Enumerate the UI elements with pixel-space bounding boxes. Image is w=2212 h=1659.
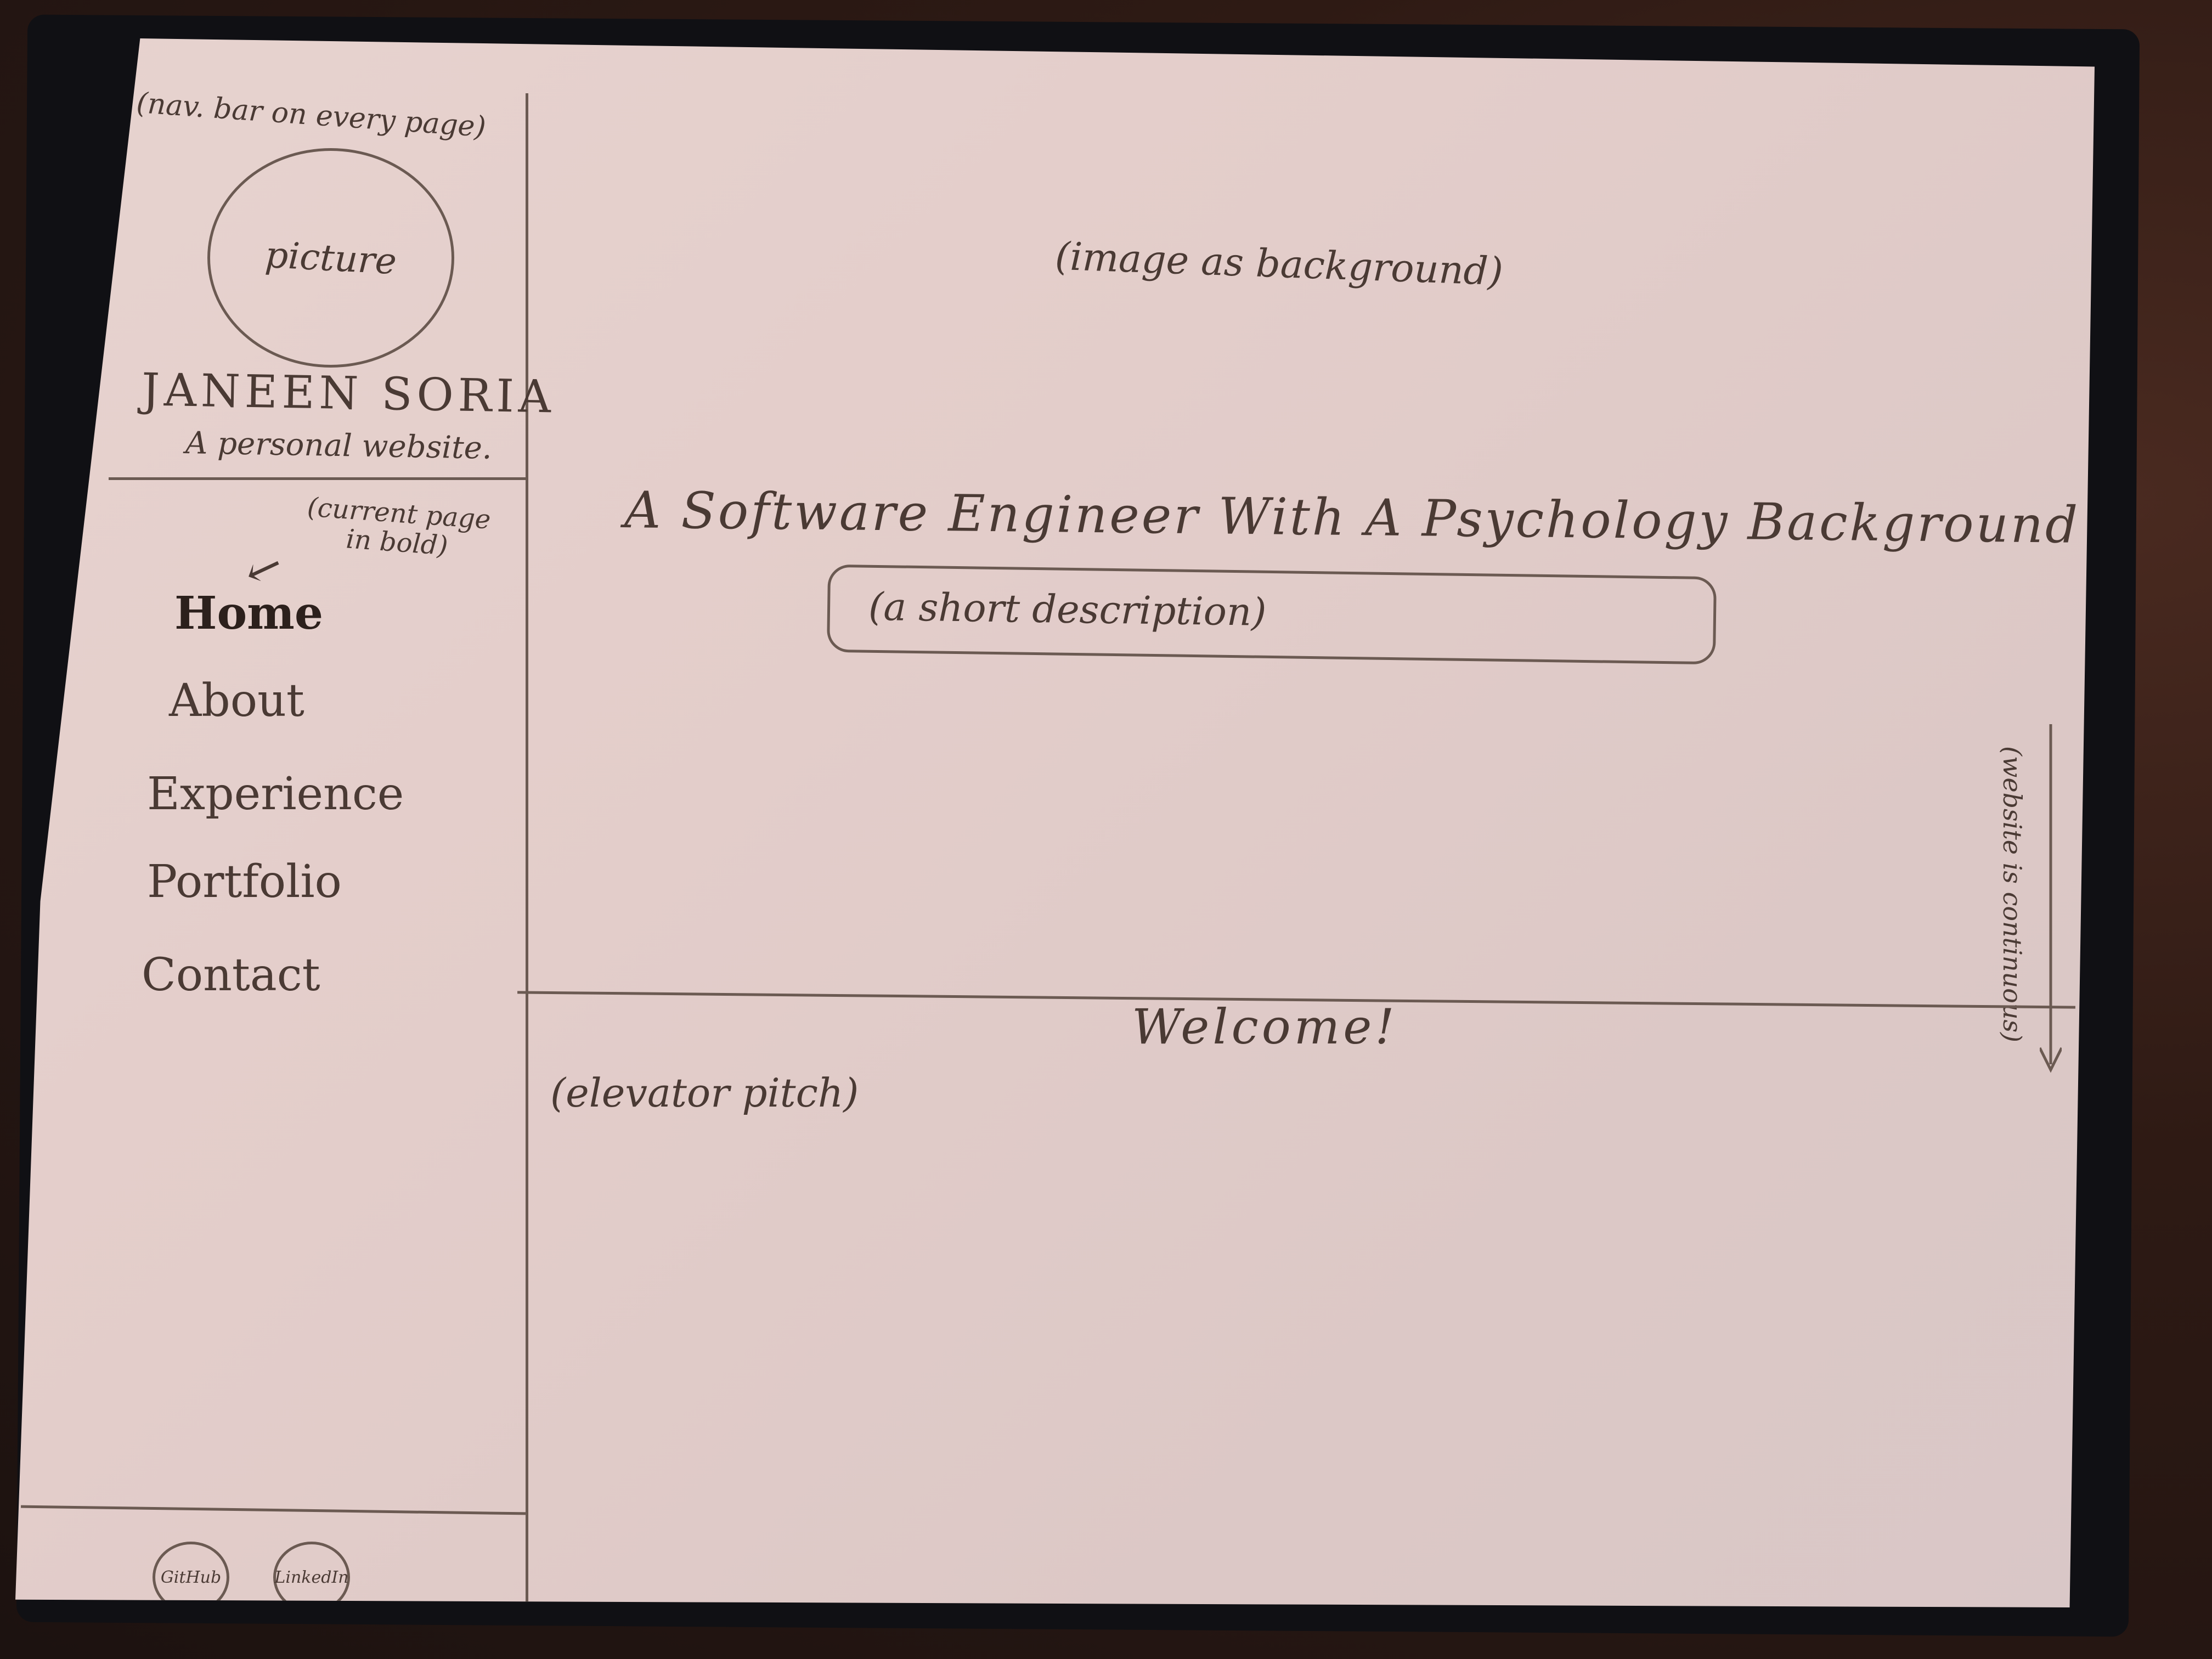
current-page-annotation: (current page in bold) [304,492,492,563]
hero-description-box: (a short description) [826,564,1717,665]
linkedin-icon[interactable]: LinkedIn [273,1542,350,1607]
scroll-annotation: (website is continuous) [1988,724,2037,1064]
site-owner-name: JANEEN SORIA [141,364,556,424]
wireframe-sheet: (nav. bar on every page) picture JANEEN … [15,38,2095,1607]
sidebar-footer-divider [21,1505,526,1515]
site-tagline: A personal website. [185,425,493,466]
elevator-pitch-placeholder: (elevator pitch) [550,1070,859,1116]
linkedin-icon-label: LinkedIn [274,1567,349,1587]
main-content: (image as background) A Software Enginee… [517,93,2092,1607]
nav-item-contact[interactable]: Contact [142,949,320,1001]
github-icon[interactable]: GitHub [153,1542,229,1607]
nav-item-portfolio[interactable]: Portfolio [147,856,342,908]
nav-item-experience[interactable]: Experience [147,768,404,820]
scroll-annotation-text: (website is continuous) [1997,746,2028,1042]
github-icon-label: GitHub [160,1567,222,1587]
arrow-down-icon [2040,724,2062,1073]
welcome-heading: Welcome! [1132,998,1398,1055]
sidebar-annotation: (nav. bar on every page) [135,86,487,144]
hero-headline: A Software Engineer With A Psychology Ba… [624,481,2080,555]
sidebar-divider [109,477,526,480]
avatar: picture [207,148,454,368]
sidebar: (nav. bar on every page) picture JANEEN … [21,87,556,1607]
hero-description: (a short description) [868,584,1267,635]
hero-background-annotation: (image as background) [1054,233,1504,295]
avatar-label: picture [264,233,398,283]
nav-item-home[interactable]: Home [174,587,324,640]
nav-item-about[interactable]: About [169,675,304,727]
